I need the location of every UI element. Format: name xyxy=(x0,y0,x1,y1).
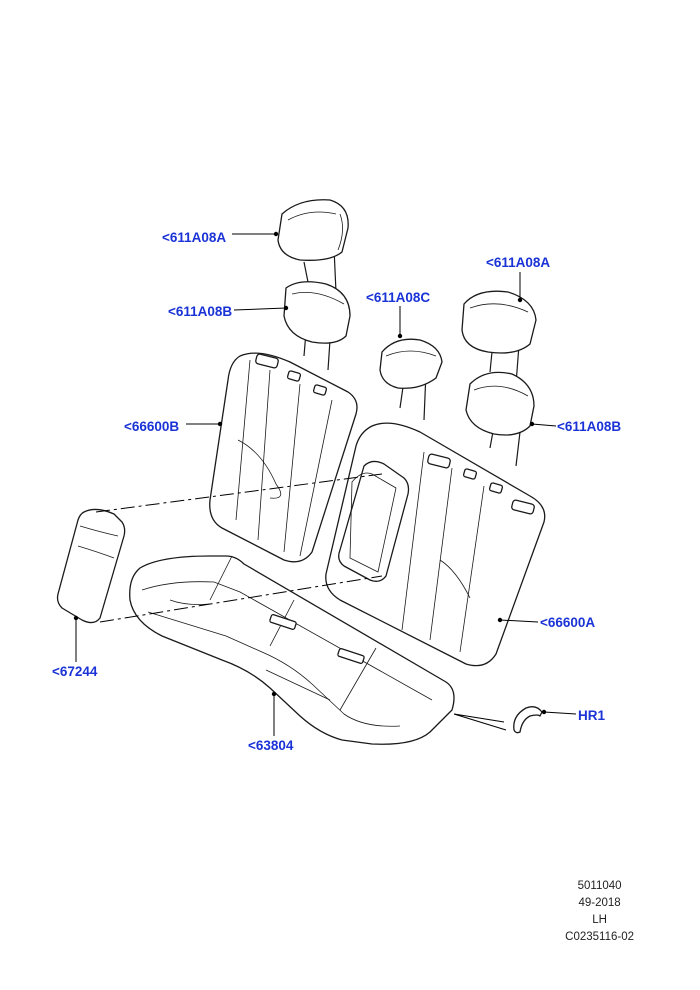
reference-line-3: LH xyxy=(592,914,607,926)
armrest[interactable] xyxy=(56,508,126,624)
backrest-left[interactable] xyxy=(209,352,358,563)
armrest-alignment-line-bottom xyxy=(99,575,383,623)
backrest-right[interactable] xyxy=(325,422,546,667)
reference-line-2: 49-2018 xyxy=(578,897,621,909)
callout-headrest-a-left[interactable]: <611A08A xyxy=(162,230,226,245)
callout-cushion[interactable]: <63804 xyxy=(248,738,294,753)
headrest-middle-left[interactable] xyxy=(283,281,351,371)
callout-headrest-c-center[interactable]: <611A08C xyxy=(366,290,430,305)
armrest-alignment-line-top xyxy=(95,473,383,513)
hook-retainer[interactable] xyxy=(513,706,543,734)
headrest-center[interactable] xyxy=(379,338,443,421)
callout-backrest-b[interactable]: <66600B xyxy=(124,419,179,434)
headrest-lower-right[interactable] xyxy=(465,371,535,467)
callout-headrest-b-left[interactable]: <611A08B xyxy=(168,304,232,319)
callout-backrest-a[interactable]: <66600A xyxy=(540,615,595,630)
leader-lines xyxy=(73,231,577,736)
reference-line-1: 5011040 xyxy=(577,880,622,892)
callout-armrest[interactable]: <67244 xyxy=(52,664,98,679)
reference-line-4: C0235116-02 xyxy=(565,931,634,943)
headrest-upper-left[interactable] xyxy=(277,199,349,293)
headrest-upper-right[interactable] xyxy=(461,290,537,385)
callout-hook[interactable]: HR1 xyxy=(578,708,605,723)
callout-headrest-a-right[interactable]: <611A08A xyxy=(486,255,550,270)
reference-block: 5011040 49-2018 LH C0235116-02 xyxy=(565,878,634,946)
callout-headrest-b-right[interactable]: <611A08B xyxy=(557,419,621,434)
